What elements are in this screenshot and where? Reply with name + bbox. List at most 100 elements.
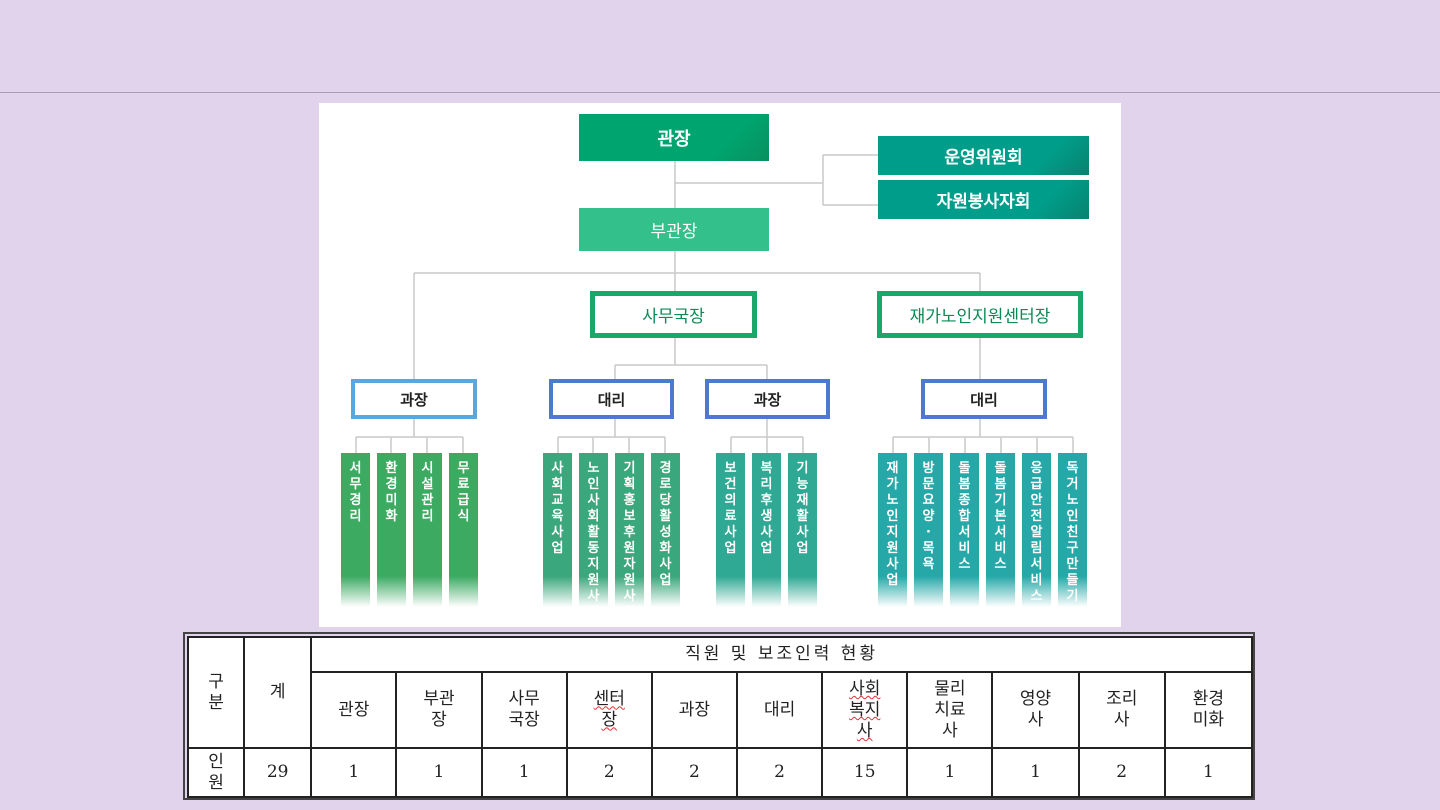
team-label-char: 가 — [886, 477, 899, 492]
team-label-char: 리 — [349, 509, 362, 524]
team-label-char: 원 — [587, 573, 600, 588]
total-cell: 29 — [243, 747, 313, 798]
deputy-box: 부관장 — [579, 208, 769, 251]
team-label-char: 문 — [922, 477, 935, 492]
team-label-char: 종 — [958, 493, 971, 508]
team-label-char: 사 — [587, 493, 600, 508]
team-label-char: 자 — [623, 557, 636, 572]
team-label-char: 료 — [724, 509, 737, 524]
team-label-char: 양 — [922, 509, 935, 524]
manager-label: 과장 — [753, 390, 782, 409]
team-label-char: 전 — [1030, 509, 1043, 524]
team-label-char: 건 — [724, 477, 737, 492]
team-label-char: 사 — [796, 525, 809, 540]
team-label-char: 거 — [1066, 477, 1079, 492]
team-label-char: 사 — [551, 461, 564, 476]
team-label-char: 화 — [659, 541, 672, 556]
team-label-char: 기 — [1066, 589, 1079, 604]
team-label-char: 회 — [551, 477, 564, 492]
team-label-char: 인 — [587, 477, 600, 492]
team-label-char: 비 — [994, 541, 1007, 556]
value-cell: 2 — [650, 747, 739, 798]
team-label-char: 구 — [1066, 541, 1079, 556]
team-label-char: 생 — [760, 509, 773, 524]
team-label-char: 림 — [1030, 541, 1043, 556]
manager-box-2: 과장 — [705, 379, 830, 419]
team-label-char: 노 — [1066, 493, 1079, 508]
value-cell: 2 — [1077, 747, 1166, 798]
team-label-char: 사 — [551, 525, 564, 540]
team-label-char: · — [926, 525, 931, 540]
assistant-manager-box-1: 대리 — [549, 379, 674, 419]
team-label-char: 활 — [659, 509, 672, 524]
value-cell: 2 — [735, 747, 824, 798]
team-label-char: 지 — [587, 557, 600, 572]
team-label-char: 안 — [1030, 493, 1043, 508]
team-label-char: 서 — [1030, 557, 1043, 572]
team-label-char: 활 — [796, 509, 809, 524]
team-label-char: 미 — [385, 493, 398, 508]
team-label-char: 봄 — [958, 477, 971, 492]
team-label-char: 기 — [994, 493, 1007, 508]
team-label-char: 서 — [994, 525, 1007, 540]
team-label-char: 획 — [623, 477, 636, 492]
manager-label: 과장 — [400, 390, 428, 409]
team-label-char: 업 — [551, 541, 564, 556]
team-label-char: 비 — [1030, 573, 1043, 588]
team-label-char: 사 — [659, 557, 672, 572]
team-label-char: 업 — [886, 573, 899, 588]
team-label-char: 업 — [623, 605, 636, 620]
committee-box-1: 운영위원회 — [878, 136, 1089, 175]
col-header: 과장 — [650, 671, 739, 750]
team-label-char: 사 — [587, 589, 600, 604]
team-label-char: 홍 — [623, 493, 636, 508]
team-label-char: 방 — [922, 461, 935, 476]
value-cell: 2 — [565, 747, 653, 798]
team-label-char: 화 — [385, 509, 398, 524]
team-label-char: 독 — [1066, 461, 1079, 476]
value-cell: 1 — [1163, 747, 1254, 798]
team-label-char: 동 — [587, 541, 600, 556]
team-label-char: 사 — [886, 557, 899, 572]
team-label-char: 시 — [421, 461, 434, 476]
team-label-char: 원 — [623, 541, 636, 556]
team-label-char: 돌 — [958, 461, 971, 476]
value-cell: 1 — [906, 747, 994, 798]
team-label-char: 무 — [457, 461, 470, 476]
team-label-char: 응 — [1030, 461, 1043, 476]
team-label-char: 교 — [551, 493, 564, 508]
team-label-char: 회 — [587, 509, 600, 524]
team-label-char: 친 — [1066, 525, 1079, 540]
team-label-char: 사 — [724, 525, 737, 540]
team-label-char: 알 — [1030, 525, 1043, 540]
assistant-manager-label: 대리 — [970, 390, 998, 409]
team-label-char: 스 — [958, 557, 971, 572]
team-label-char: 당 — [659, 493, 672, 508]
team-label-char: 복 — [760, 461, 773, 476]
team-label-char: 비 — [958, 541, 971, 556]
team-label-char: 사 — [760, 525, 773, 540]
team-label-char: 경 — [385, 477, 398, 492]
manager-box-1: 과장 — [351, 379, 477, 419]
team-label-char: 원 — [886, 541, 899, 556]
team-label-char: 리 — [421, 509, 434, 524]
team-label-char: 관 — [421, 493, 434, 508]
value-cell: 1 — [480, 747, 568, 798]
director-box: 관장 — [579, 114, 769, 161]
committee-label: 운영위원회 — [944, 148, 1023, 168]
team-label-char: 급 — [457, 493, 470, 508]
assistant-manager-box-2: 대리 — [921, 379, 1047, 419]
team-label-char: 성 — [659, 525, 672, 540]
